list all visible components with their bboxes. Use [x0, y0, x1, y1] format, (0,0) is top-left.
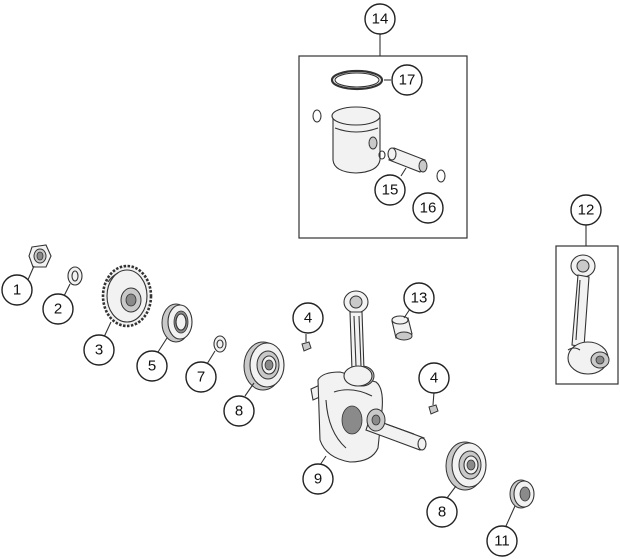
crankshaft [310, 290, 427, 463]
piston-pin [387, 147, 428, 173]
shaft-seal [161, 303, 193, 343]
callout-3: 3 [83, 334, 115, 366]
callout-4-lower: 4 [418, 362, 450, 394]
callout-1: 1 [1, 274, 33, 306]
callout-13: 13 [403, 282, 435, 314]
conrod-kit-rod [567, 254, 610, 375]
piston-pin-clip [436, 169, 446, 183]
leader-8a [244, 382, 255, 397]
svg-text:7: 7 [197, 369, 205, 386]
callout-4-upper: 4 [292, 302, 324, 334]
svg-text:1: 1 [13, 282, 21, 299]
callout-8-left: 8 [223, 395, 255, 427]
piston-ring-inner [334, 72, 380, 88]
callout-7: 7 [185, 361, 217, 393]
piston-kit-box [298, 55, 468, 239]
main-bearing-left [243, 341, 285, 391]
leader-7 [206, 350, 216, 365]
callout-9: 9 [302, 463, 334, 495]
shaft-seal-right [509, 479, 535, 509]
leader-15 [400, 167, 407, 177]
lock-washer [67, 266, 83, 286]
svg-text:4: 4 [304, 310, 312, 327]
leader-8b [446, 485, 457, 499]
svg-text:8: 8 [235, 403, 243, 420]
callout-12: 12 [570, 194, 602, 226]
svg-text:11: 11 [494, 533, 510, 550]
svg-text:16: 16 [420, 200, 437, 217]
svg-text:17: 17 [399, 72, 416, 89]
piston-ring [330, 69, 384, 91]
svg-text:2: 2 [54, 301, 62, 318]
crankshaft-nut [28, 244, 52, 268]
svg-text:13: 13 [411, 290, 428, 307]
piston-clip-left [312, 109, 322, 123]
svg-text:14: 14 [372, 11, 389, 28]
woodruff-key-lower [428, 404, 439, 415]
conrod-kit-group [555, 225, 619, 385]
piston-kit-group [298, 34, 468, 239]
leader-13 [403, 308, 411, 319]
svg-text:5: 5 [148, 358, 156, 375]
svg-text:15: 15 [382, 182, 399, 199]
svg-text:9: 9 [314, 471, 322, 488]
main-bearing-right [445, 441, 487, 491]
needle-bearing [391, 315, 413, 341]
callout-8-right: 8 [426, 496, 458, 528]
primary-gear [101, 264, 153, 328]
conrod-kit-box [555, 245, 619, 385]
piston [331, 106, 381, 174]
woodruff-key-upper [301, 341, 312, 352]
callout-11: 11 [486, 525, 518, 557]
svg-text:12: 12 [578, 202, 595, 219]
callout-16: 16 [412, 192, 444, 224]
callout-5: 5 [136, 350, 168, 382]
leader-3 [103, 321, 112, 338]
thrust-washer [213, 335, 227, 353]
leader-4b [432, 391, 435, 406]
leader-9 [319, 455, 327, 466]
leader-11 [505, 505, 516, 527]
callout-2: 2 [42, 293, 74, 325]
piston-clip-mid [378, 150, 386, 160]
leader-5 [157, 337, 168, 353]
callout-15: 15 [374, 174, 406, 206]
callout-14: 14 [364, 3, 396, 35]
svg-text:3: 3 [95, 342, 103, 359]
svg-text:4: 4 [430, 370, 438, 387]
callout-17: 17 [391, 64, 423, 96]
svg-text:8: 8 [438, 504, 446, 521]
